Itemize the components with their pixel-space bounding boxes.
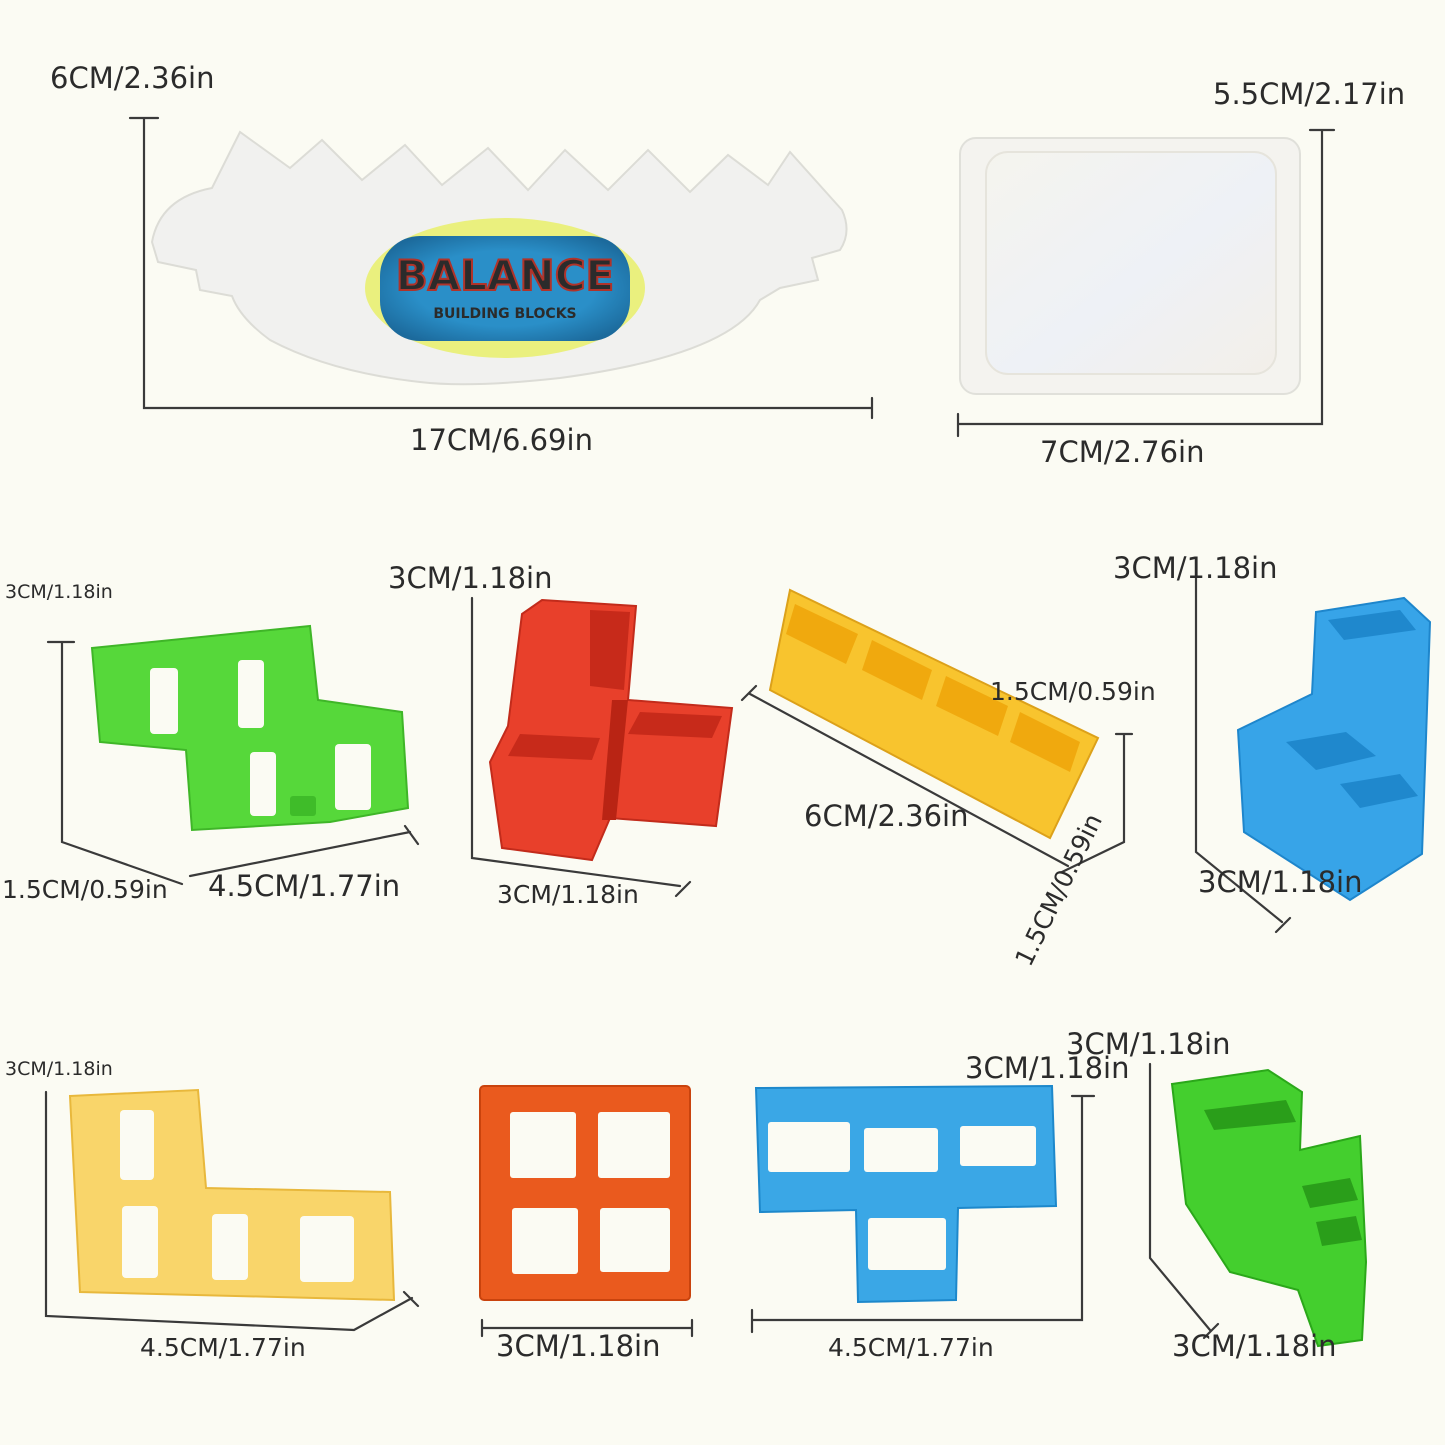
blue-l-dimension-lines: [1194, 576, 1292, 934]
base-tray-length-label: 7CM/2.76in: [1040, 435, 1205, 469]
base-tray-height-label: 5.5CM/2.17in: [1213, 77, 1405, 111]
orange-square-dimension-lines: [480, 1318, 694, 1338]
green-z-length-label: 4.5CM/1.77in: [208, 869, 400, 903]
blue-t-height-label: 3CM/1.18in: [965, 1051, 1130, 1085]
green-s-block: [1170, 1068, 1368, 1348]
yellow-l-block: [68, 1088, 396, 1302]
blue-t-length-label: 4.5CM/1.77in: [828, 1333, 994, 1362]
blue-t-dimension-lines: [750, 1094, 1096, 1334]
balance-board-height-label: 6CM/2.36in: [50, 61, 215, 95]
yellow-bar-height-label: 1.5CM/0.59in: [1009, 809, 1108, 971]
green-s-length-label: 3CM/1.18in: [1172, 1329, 1337, 1363]
green-s-dimension-lines: [1148, 1062, 1220, 1340]
red-corner-length-label: 3CM/1.18in: [497, 880, 639, 909]
balance-logo: BALANCE BUILDING BLOCKS: [365, 218, 645, 358]
blue-l-height-label: 3CM/1.18in: [1113, 551, 1278, 585]
blue-l-block: [1236, 596, 1432, 902]
balance-board-dimension-lines: [128, 116, 874, 420]
yellow-bar-depth-label: 1.5CM/0.59in: [990, 677, 1156, 706]
red-corner-block: [488, 598, 734, 862]
orange-square-block: [479, 1085, 691, 1301]
yellow-l-length-label: 4.5CM/1.77in: [140, 1333, 306, 1362]
base-tray-dimension-lines: [956, 128, 1336, 438]
red-corner-dimension-lines: [470, 596, 692, 898]
green-s-height-label: 3CM/1.18in: [1066, 1027, 1231, 1061]
yellow-bar-length-label: 6CM/2.36in: [804, 799, 969, 833]
blue-l-length-label: 3CM/1.18in: [1198, 865, 1363, 899]
green-z-dimension-lines: [46, 640, 420, 886]
green-z-block: [90, 624, 410, 832]
green-z-height-label: 3CM/1.18in: [5, 581, 113, 603]
yellow-l-height-label: 3CM/1.18in: [5, 1058, 113, 1080]
balance-board: BALANCE BUILDING BLOCKS: [150, 130, 848, 386]
yellow-bar-block: [768, 588, 1100, 840]
logo-subtext: BUILDING BLOCKS: [433, 306, 576, 322]
red-corner-height-label: 3CM/1.18in: [388, 561, 553, 595]
orange-square-length-label: 3CM/1.18in: [496, 1329, 661, 1363]
yellow-l-dimension-lines: [44, 1090, 420, 1332]
yellow-bar-dimension-lines: [740, 684, 1134, 874]
balance-board-length-label: 17CM/6.69in: [410, 423, 593, 457]
blue-t-block: [754, 1084, 1058, 1304]
base-tray: [959, 137, 1301, 395]
green-z-depth-label: 1.5CM/0.59in: [2, 875, 168, 904]
logo-text: BALANCE: [396, 251, 614, 300]
